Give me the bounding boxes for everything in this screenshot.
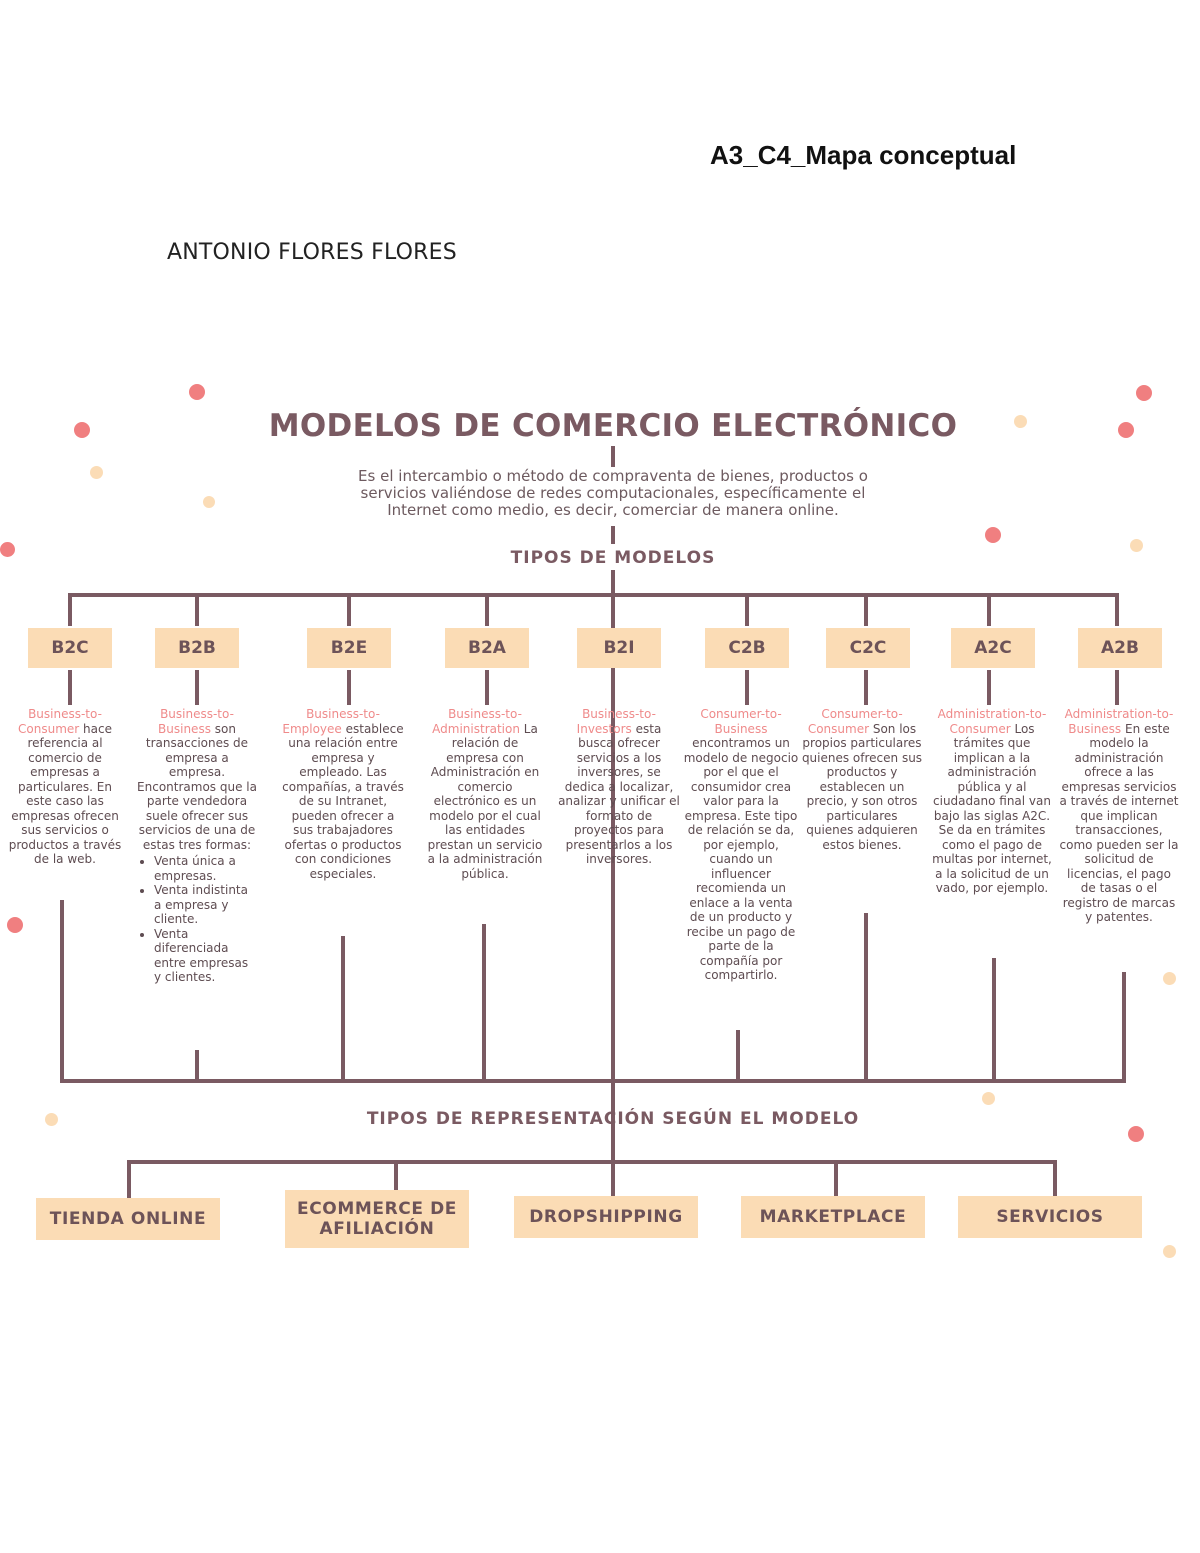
decorative-dot <box>45 1113 58 1126</box>
model-desc-a2c: Administration-to-Consumer Los trámites … <box>931 707 1053 896</box>
model-term: Consumer-to-Business <box>700 707 782 736</box>
model-text: esta busca ofrecer servicios a los inver… <box>558 721 680 867</box>
decorative-dot <box>90 466 103 479</box>
model-box-c2c: C2C <box>826 628 910 668</box>
model-text: establece una relación entre empresa y e… <box>282 721 404 881</box>
decorative-dot <box>189 384 205 400</box>
rep-box-servicios: SERVICIOS <box>958 1196 1142 1238</box>
rep-box-marketplace: MARKETPLACE <box>741 1196 925 1238</box>
model-desc-c2c: Consumer-to-Consumer Son los propios par… <box>801 707 923 852</box>
decorative-dot <box>1136 385 1152 401</box>
rep-box-tienda-online: TIENDA ONLINE <box>36 1198 220 1240</box>
types-heading: TIPOS DE MODELOS <box>510 548 716 568</box>
decorative-dot <box>1163 972 1176 985</box>
decorative-dot <box>982 1092 995 1105</box>
model-box-b2c: B2C <box>28 628 112 668</box>
model-text: son transacciones de empresa a empresa. … <box>137 721 257 852</box>
model-text: hace referencia al comercio de empresas … <box>8 721 122 867</box>
model-desc-b2e: Business-to-Employee establece una relac… <box>282 707 404 881</box>
model-term: Business-to-Investors <box>576 707 656 736</box>
model-term: Business-to-Business <box>158 707 234 736</box>
model-box-b2b: B2B <box>155 628 239 668</box>
rep-box-ecommerce-afiliacion: ECOMMERCE DE AFILIACIÓN <box>285 1190 469 1248</box>
list-item: Venta diferenciada entre empresas y clie… <box>154 927 258 985</box>
list-item: Venta única a empresas. <box>154 854 258 883</box>
model-text: La relación de empresa con Administració… <box>427 721 543 881</box>
document-title: A3_C4_Mapa conceptual <box>710 140 1017 170</box>
model-text: En este modelo la administración ofrece … <box>1059 721 1179 925</box>
model-box-c2b: C2B <box>705 628 789 668</box>
model-text: encontramos un modelo de negocio por el … <box>683 736 799 982</box>
model-text: Son los propios particulares quienes ofr… <box>801 721 923 852</box>
decorative-dot <box>1118 422 1134 438</box>
model-desc-b2a: Business-to-Administration La relación d… <box>424 707 546 881</box>
decorative-dot <box>985 527 1001 543</box>
decorative-dot <box>0 542 15 557</box>
model-box-a2b: A2B <box>1078 628 1162 668</box>
decorative-dot <box>1130 539 1143 552</box>
model-box-a2c: A2C <box>951 628 1035 668</box>
decorative-dot <box>1128 1126 1144 1142</box>
list-item: Venta indistinta a empresa y cliente. <box>154 883 258 927</box>
model-desc-b2c: Business-to-Consumer hace referencia al … <box>4 707 126 867</box>
model-term: Consumer-to-Consumer <box>807 707 903 736</box>
map-description: Es el intercambio o método de compravent… <box>358 467 868 519</box>
representation-heading: TIPOS DE REPRESENTACIÓN SEGÚN EL MODELO <box>366 1109 860 1129</box>
model-term: Business-to-Administration <box>432 707 522 736</box>
model-term: Administration-to-Business <box>1064 707 1174 736</box>
decorative-dot <box>7 917 23 933</box>
model-box-b2a: B2A <box>445 628 529 668</box>
decorative-dot <box>74 422 90 438</box>
decorative-dot <box>203 496 215 508</box>
decorative-dot <box>1163 1245 1176 1258</box>
model-term: Administration-to-Consumer <box>937 707 1047 736</box>
model-desc-c2b: Consumer-to-Business encontramos un mode… <box>680 707 802 983</box>
model-desc-a2b: Administration-to-Business En este model… <box>1058 707 1180 925</box>
model-box-b2e: B2E <box>307 628 391 668</box>
model-term: Business-to-Employee <box>282 707 380 736</box>
b2b-forms-list: Venta única a empresas. Venta indistinta… <box>136 854 258 985</box>
rep-box-dropshipping: DROPSHIPPING <box>514 1196 698 1238</box>
author-name: ANTONIO FLORES FLORES <box>167 240 457 265</box>
model-box-b2i: B2I <box>577 628 661 668</box>
model-desc-b2b: Business-to-Business son transacciones d… <box>136 707 258 985</box>
decorative-dot <box>1014 415 1027 428</box>
model-text: Los trámites que implican a la administr… <box>932 721 1052 896</box>
model-desc-b2i: Business-to-Investors esta busca ofrecer… <box>558 707 680 867</box>
model-term: Business-to-Consumer <box>18 707 102 736</box>
map-title: MODELOS DE COMERCIO ELECTRÓNICO <box>268 408 958 444</box>
